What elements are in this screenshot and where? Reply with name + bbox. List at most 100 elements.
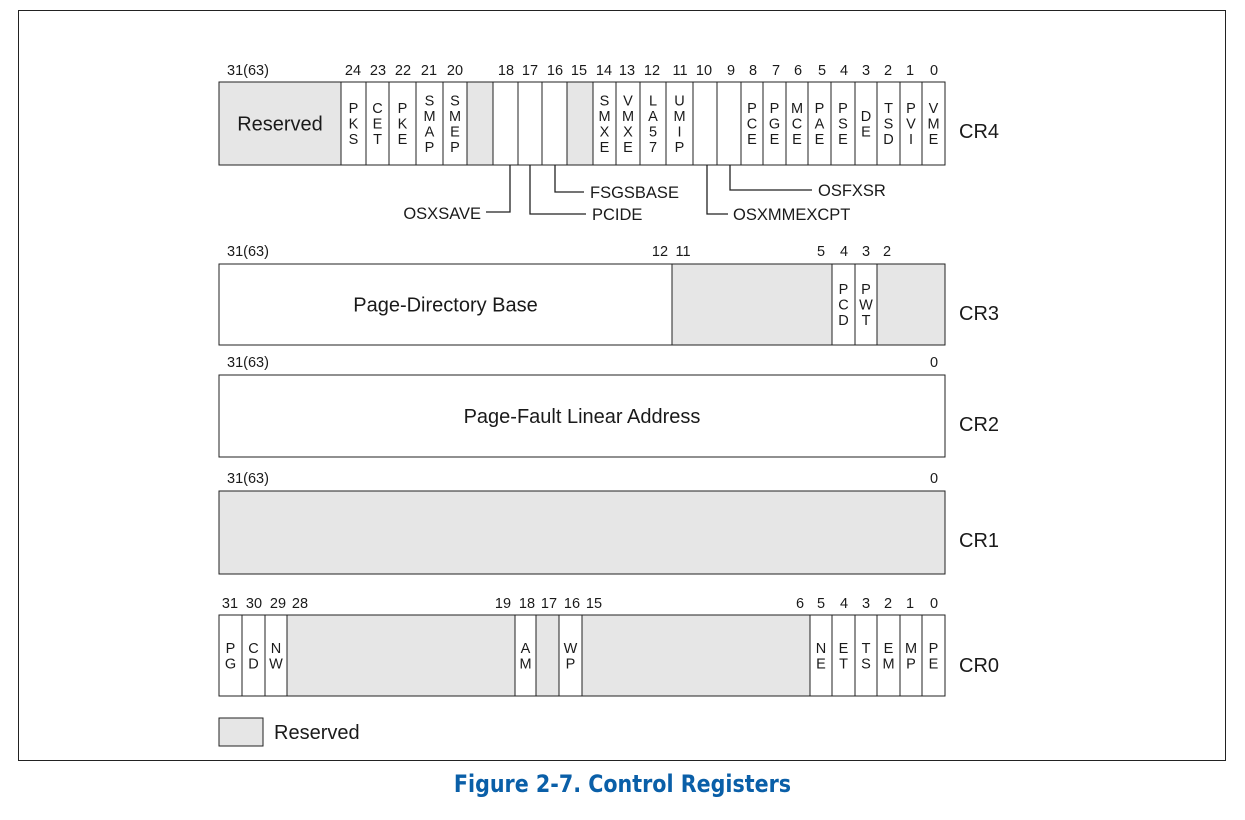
bit-number: 16 — [547, 63, 563, 79]
bit-number: 16 — [564, 596, 580, 612]
bit-number: 18 — [498, 63, 514, 79]
register-field — [692, 81, 718, 166]
bit-number: 2 — [883, 244, 891, 260]
bit-number: 11 — [672, 63, 687, 79]
callout-label: PCIDE — [592, 206, 642, 224]
bit-number: 9 — [727, 63, 735, 79]
callout-line — [529, 165, 586, 215]
bit-number: 17 — [522, 63, 538, 79]
callout-line — [554, 165, 584, 193]
bit-number: 15 — [586, 596, 602, 612]
reserved-field — [218, 490, 946, 575]
bit-number: 7 — [772, 63, 780, 79]
bit-number: 18 — [519, 596, 535, 612]
bit-number: 8 — [749, 63, 757, 79]
field-label: Page-Fault Linear Address — [464, 406, 701, 428]
bit-number: 3 — [862, 596, 870, 612]
reserved-field — [218, 81, 342, 166]
register-field — [921, 81, 946, 166]
reserved-field — [876, 263, 946, 346]
callout-line — [729, 165, 812, 191]
legend-label: Reserved — [274, 722, 360, 744]
bit-number: 1 — [906, 63, 914, 79]
bit-number: 14 — [596, 63, 612, 79]
bit-number: 12 — [652, 244, 668, 260]
bit-number: 30 — [246, 596, 262, 612]
bit-number: 5 — [817, 244, 825, 260]
bit-number: 24 — [345, 63, 361, 79]
figure-frame — [18, 10, 1226, 761]
bit-number: 23 — [370, 63, 386, 79]
bit-number: 2 — [884, 63, 892, 79]
register-field — [218, 263, 673, 346]
callout-line — [706, 165, 728, 215]
bit-number: 19 — [495, 596, 511, 612]
register-field — [639, 81, 667, 166]
bit-number: 5 — [817, 596, 825, 612]
bit-number: 31(63) — [227, 63, 269, 79]
bit-number: 31(63) — [227, 355, 269, 371]
bit-number: 4 — [840, 244, 848, 260]
register-name: CR0 — [959, 655, 999, 677]
bit-number: 29 — [270, 596, 286, 612]
register-field — [716, 81, 742, 166]
reserved-field — [286, 614, 516, 697]
bit-number: 31(63) — [227, 244, 269, 260]
register-field — [218, 374, 946, 458]
register-name: CR1 — [959, 530, 999, 552]
bit-number: 3 — [862, 244, 870, 260]
reserved-field — [566, 81, 594, 166]
reserved-field — [535, 614, 560, 697]
register-name: CR3 — [959, 303, 999, 325]
register-name: CR4 — [959, 121, 999, 143]
bit-number: 28 — [292, 596, 308, 612]
bit-number: 0 — [930, 63, 938, 79]
bit-number: 2 — [884, 596, 892, 612]
callout-label: FSGSBASE — [590, 184, 679, 202]
callout-label: OSXSAVE — [403, 205, 481, 223]
bit-number: 6 — [796, 596, 804, 612]
register-field — [442, 81, 468, 166]
bit-number: 0 — [930, 471, 938, 487]
bit-number: 31(63) — [227, 471, 269, 487]
bit-number: 0 — [930, 596, 938, 612]
register-field — [415, 81, 444, 166]
register-field — [340, 81, 367, 166]
field-label: Reserved — [237, 114, 323, 136]
bit-number: 20 — [447, 63, 463, 79]
register-field — [665, 81, 694, 166]
bit-number: 1 — [906, 596, 914, 612]
register-name: CR2 — [959, 414, 999, 436]
figure-caption: Figure 2-7. Control Registers — [453, 770, 792, 798]
bit-number: 0 — [930, 355, 938, 371]
reserved-field — [466, 81, 494, 166]
bit-number: 5 — [818, 63, 826, 79]
legend-swatch — [218, 717, 264, 747]
bit-number: 21 — [421, 63, 437, 79]
reserved-field — [581, 614, 811, 697]
